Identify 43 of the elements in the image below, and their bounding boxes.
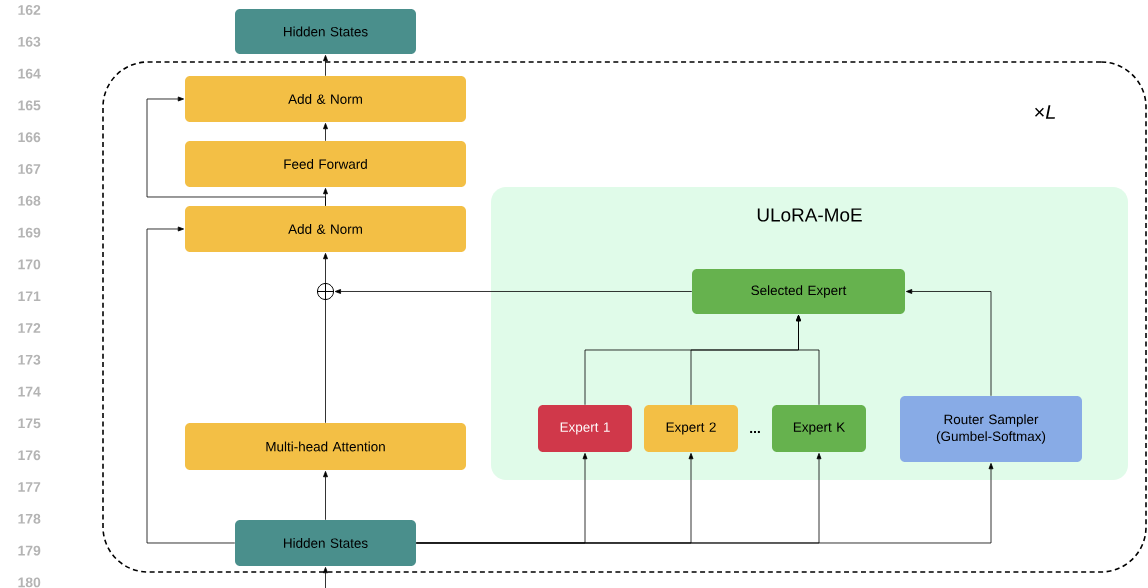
layer-box: Multi-head Attention: [185, 423, 466, 470]
arrow: [906, 289, 992, 397]
line-number: 177: [18, 482, 41, 492]
line-number: 164: [18, 68, 41, 79]
line-number: 163: [18, 36, 41, 47]
line-number: 176: [18, 450, 41, 461]
hidden-states-box: Hidden States: [235, 9, 416, 54]
expert-box: Expert K: [772, 405, 866, 452]
line-number: 162: [18, 5, 41, 15]
line-number: 171: [18, 291, 41, 301]
arrow: [323, 122, 328, 142]
arrow: [796, 315, 820, 406]
line-number: 168: [18, 195, 41, 206]
ellipsis: ...: [750, 430, 760, 434]
line-number: 165: [18, 100, 41, 111]
arrow: [146, 96, 326, 207]
arrow: [323, 471, 328, 521]
arrow: [323, 253, 328, 284]
arrow: [323, 55, 328, 77]
arrow: [323, 567, 328, 588]
layer-box: Add & Norm: [185, 76, 466, 122]
line-number: 170: [18, 259, 41, 270]
router-box: Router Sampler (Gumbel-Softmax): [900, 396, 1082, 462]
expert-box: Expert 1: [538, 405, 632, 452]
line-number: 179: [18, 545, 41, 556]
expert-box: Selected Expert: [692, 269, 905, 314]
arrow: [334, 289, 693, 294]
line-number: 167: [18, 164, 41, 174]
line-number: 175: [18, 418, 41, 429]
layer-box: Feed Forward: [185, 141, 466, 187]
line-number: 172: [18, 323, 41, 333]
line-number: 178: [18, 513, 41, 524]
expert-box: Expert 2: [644, 405, 738, 452]
sum-symbol: [316, 282, 335, 301]
arrow: [146, 226, 236, 544]
line-number: 166: [18, 132, 41, 143]
line-number: 173: [18, 354, 41, 365]
layer-box: Add & Norm: [185, 206, 466, 252]
line-number: 169: [18, 227, 41, 238]
line-number: 180: [18, 577, 41, 588]
arrow: [415, 463, 994, 544]
hidden-states-box: Hidden States: [235, 520, 416, 566]
line-number: 174: [18, 386, 41, 397]
